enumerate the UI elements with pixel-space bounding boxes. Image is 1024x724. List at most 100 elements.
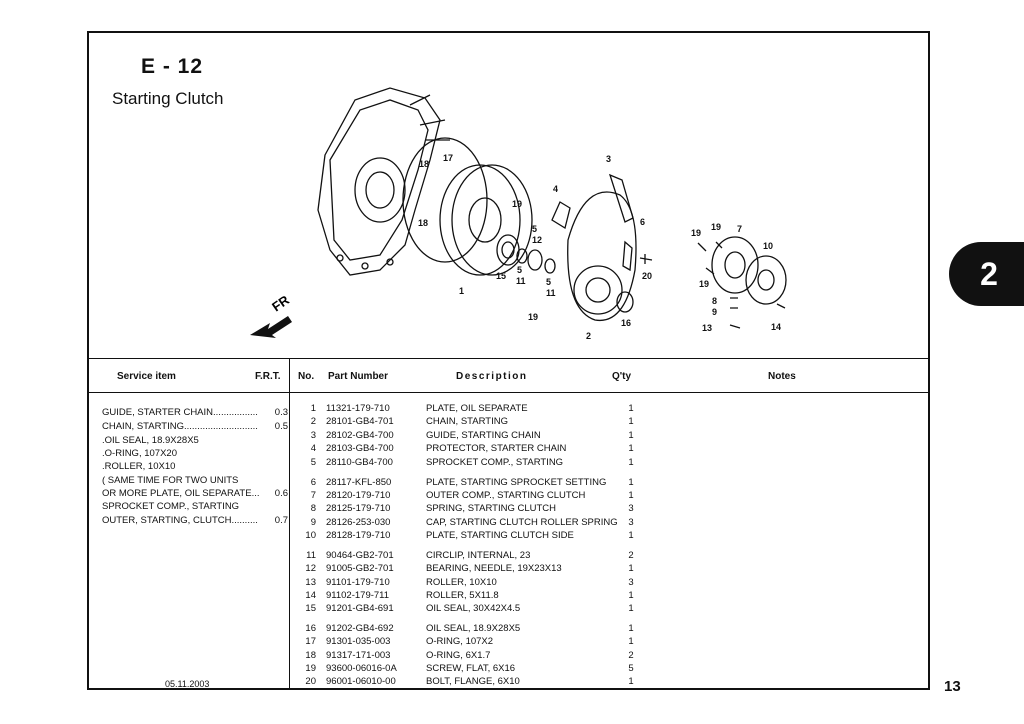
header-frt: F.R.T.	[255, 371, 281, 382]
part-no: 5	[310, 457, 316, 468]
service-item-row: GUIDE, STARTER CHAIN.................0.3	[102, 407, 288, 418]
part-desc: CAP, STARTING CLUTCH ROLLER SPRING	[426, 517, 618, 528]
callout: 20	[642, 271, 652, 281]
starting-chain	[567, 191, 637, 322]
callout: 13	[702, 323, 712, 333]
part-no: 19	[305, 663, 316, 674]
part-desc: CHAIN, STARTING	[426, 416, 508, 427]
part-part: 91201-GB4-691	[326, 603, 394, 614]
callout: 19	[528, 312, 538, 322]
part-qty: 1	[628, 457, 634, 468]
part-no: 16	[305, 623, 316, 634]
part-qty: 2	[628, 550, 634, 561]
part-no: 17	[305, 636, 316, 647]
part-no: 15	[305, 603, 316, 614]
callout: 15	[496, 271, 506, 281]
part-desc: O-RING, 107X2	[426, 636, 494, 647]
part-part: 28103-GB4-700	[326, 443, 394, 454]
section-tab: 2	[949, 242, 1024, 306]
part-part: 96001-06010-00	[326, 676, 396, 687]
part-desc: PROTECTOR, STARTER CHAIN	[426, 443, 567, 454]
callout: 19	[691, 228, 701, 238]
part-part: 91317-171-003	[326, 650, 391, 661]
plate-oil-separate	[439, 164, 521, 276]
part-part: 28102-GB4-700	[326, 430, 394, 441]
service-item-row: OUTER, STARTING, CLUTCH..........0.7	[102, 515, 288, 526]
callout: 9	[712, 307, 717, 317]
part-qty: 1	[628, 636, 634, 647]
part-part: 28126-253-030	[326, 517, 391, 528]
callout: 1	[459, 286, 464, 296]
part-qty: 3	[628, 503, 634, 514]
callout: 7	[737, 224, 742, 234]
page-frame	[87, 31, 930, 690]
part-qty: 1	[628, 477, 634, 488]
part-no: 11	[306, 550, 316, 561]
service-item-row: .OIL SEAL, 18.9X28X5	[102, 435, 199, 446]
callout: 18	[419, 159, 429, 169]
part-no: 10	[305, 530, 316, 541]
service-item-row: .O-RING, 107X20	[102, 448, 177, 459]
part-part: 91301-035-003	[326, 636, 391, 647]
part-no: 4	[310, 443, 316, 454]
callout: 19	[699, 279, 709, 289]
callout: 14	[771, 322, 781, 332]
part-part: 28128-179-710	[326, 530, 391, 541]
part-no: 12	[305, 563, 316, 574]
part-no: 13	[305, 577, 316, 588]
part-qty: 1	[628, 416, 634, 427]
exploded-parts-diagram: FR 17 18 18 1 19 4 3 5 12 15 11 5 11 5 1…	[250, 87, 787, 341]
header-notes: Notes	[768, 371, 796, 382]
part-desc: BEARING, NEEDLE, 19X23X13	[426, 563, 562, 574]
part-qty: 5	[628, 663, 634, 674]
part-desc: O-RING, 6X1.7	[426, 650, 491, 661]
starting-clutch-outer	[711, 236, 759, 294]
callout: 16	[621, 318, 631, 328]
page-title: Starting Clutch	[112, 89, 224, 108]
part-part: 93600-06016-0A	[326, 663, 397, 674]
part-part: 90464-GB2-701	[326, 550, 394, 561]
part-no: 7	[310, 490, 316, 501]
part-part: 91101-179-710	[326, 577, 390, 588]
header-part-number: Part Number	[328, 371, 389, 382]
callout: 8	[712, 296, 717, 306]
part-part: 28110-GB4-700	[326, 457, 393, 468]
part-desc: SPRING, STARTING CLUTCH	[426, 503, 557, 514]
part-no: 18	[305, 650, 316, 661]
part-part: 91102-179-711	[326, 590, 390, 601]
part-desc: ROLLER, 5X11.8	[426, 590, 499, 601]
part-part: 28125-179-710	[326, 503, 391, 514]
callout: 3	[606, 154, 611, 164]
part-part: 91202-GB4-692	[326, 623, 394, 634]
starting-sprocket	[573, 265, 623, 315]
page-number: 13	[944, 678, 961, 695]
callout: 2	[586, 331, 591, 341]
part-qty: 1	[628, 563, 634, 574]
part-desc: OIL SEAL, 30X42X4.5	[426, 603, 521, 614]
callout: 4	[553, 184, 558, 194]
part-qty: 1	[628, 676, 634, 687]
part-part: 28117-KFL-850	[326, 477, 392, 488]
part-qty: 1	[628, 490, 634, 501]
callout: 6	[640, 217, 645, 227]
part-no: 9	[310, 517, 316, 528]
part-qty: 3	[628, 517, 634, 528]
part-part: 91005-GB2-701	[326, 563, 394, 574]
part-desc: PLATE, OIL SEPARATE	[426, 403, 528, 414]
part-desc: PLATE, STARTING SPROCKET SETTING	[426, 477, 607, 488]
service-item-row: CHAIN, STARTING.........................…	[102, 421, 288, 432]
service-item-row: .ROLLER, 10X10	[102, 461, 176, 472]
part-no: 1	[310, 403, 316, 414]
callout: 19	[512, 199, 522, 209]
table-top-rule	[89, 358, 928, 359]
service-item-row: SPROCKET COMP., STARTING	[102, 501, 240, 512]
callout: 19	[711, 222, 721, 232]
callout: 10	[763, 241, 773, 251]
header-description: Description	[456, 371, 528, 382]
callout: 11	[516, 276, 526, 286]
part-no: 6	[310, 477, 316, 488]
service-item-row: OR MORE PLATE, OIL SEPARATE...0.6	[102, 488, 288, 499]
callout: 17	[443, 153, 453, 163]
part-no: 2	[310, 416, 316, 427]
part-qty: 1	[628, 530, 634, 541]
